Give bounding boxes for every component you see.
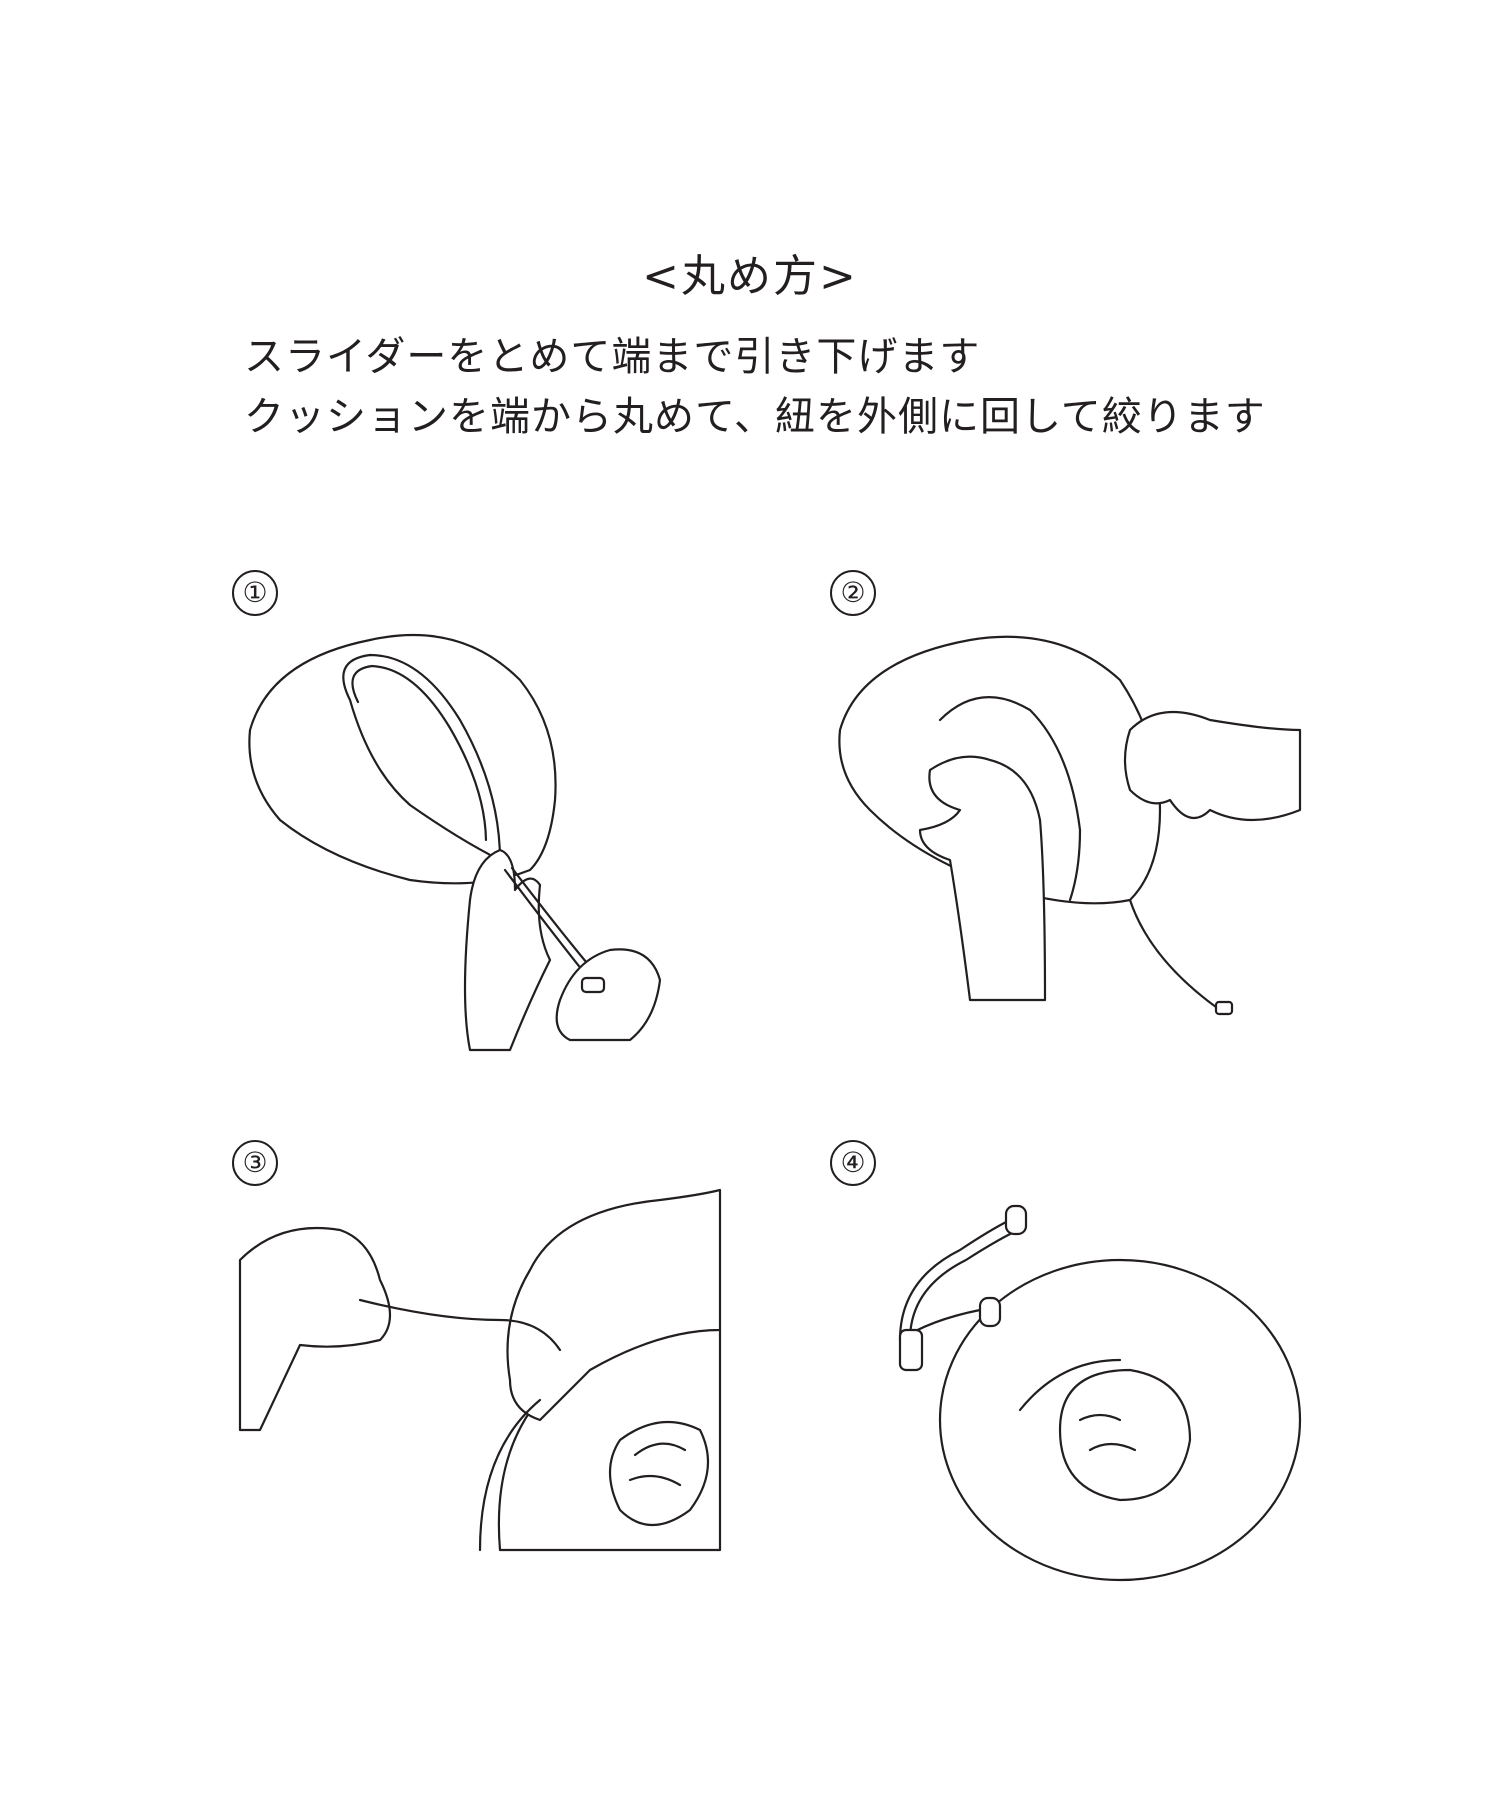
step-4-number: ④ <box>830 1140 876 1186</box>
step-4-illustration <box>898 1204 1302 1582</box>
right-hand <box>506 1188 722 1422</box>
cord <box>358 1298 562 1352</box>
left-hand <box>463 848 552 1052</box>
inner-roll <box>1058 1368 1192 1502</box>
step-3-number: ③ <box>232 1140 278 1186</box>
inner-roll <box>609 1420 710 1527</box>
left-hand <box>238 1226 391 1432</box>
instruction-line-2: クッションを端から丸めて、紐を外側に回して絞ります <box>244 394 1266 440</box>
cord-stopper-middle <box>978 1296 1002 1328</box>
instruction-line-1: スライダーをとめて端まで引き下げます <box>244 334 981 380</box>
cord <box>1128 898 1222 1012</box>
cushion-inner-loop <box>342 653 502 862</box>
slider <box>898 1328 924 1372</box>
left-hand <box>918 755 1047 1002</box>
cushion-outer <box>248 634 557 885</box>
step-1-illustration <box>248 634 662 1052</box>
cord-stopper-top <box>1004 1204 1028 1236</box>
right-hand <box>1123 710 1302 822</box>
step-3-illustration <box>238 1188 722 1552</box>
rolled-edge <box>938 696 1082 902</box>
cord-stopper <box>1214 1000 1234 1016</box>
cord <box>898 1218 1012 1342</box>
step-2-number: ② <box>830 570 876 616</box>
right-hand <box>555 948 662 1042</box>
step-1-number: ① <box>232 570 278 616</box>
step-2-illustration <box>838 635 1302 1016</box>
page-title: <丸め方> <box>642 251 858 302</box>
slider <box>580 976 606 994</box>
